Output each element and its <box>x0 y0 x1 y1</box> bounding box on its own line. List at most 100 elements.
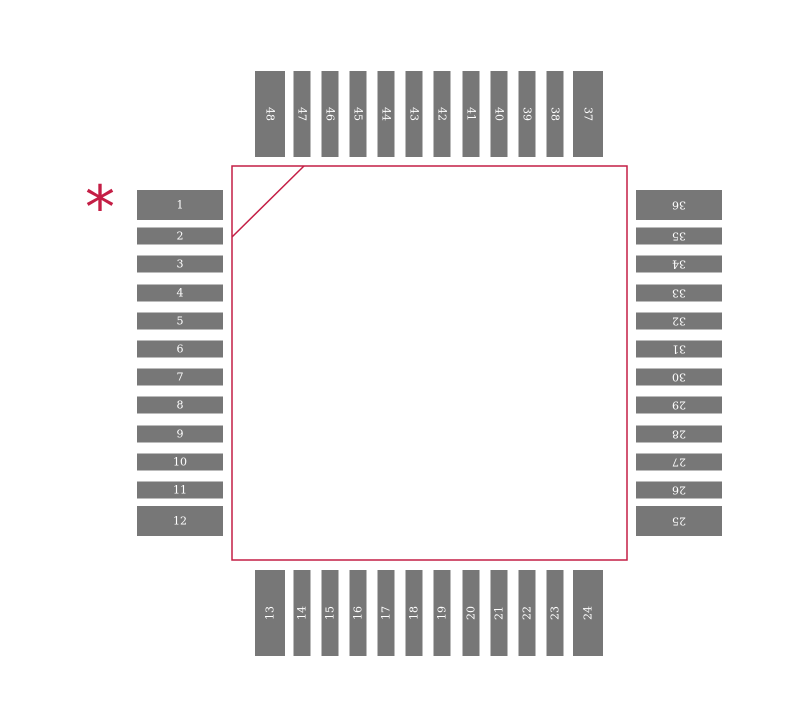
pin-label-40: 40 <box>493 107 506 121</box>
pad-pin-1 <box>137 190 223 220</box>
pad-pin-15 <box>321 570 339 656</box>
pad-pin-5 <box>137 312 223 330</box>
pad-pin-27 <box>636 453 722 471</box>
pin-label-33: 33 <box>672 287 686 300</box>
pin-label-16: 16 <box>352 606 365 620</box>
pin-label-42: 42 <box>436 107 449 121</box>
pin-label-35: 35 <box>672 230 686 243</box>
pin-label-47: 47 <box>296 107 309 121</box>
pad-pin-10 <box>137 453 223 471</box>
pin-label-4: 4 <box>177 287 184 300</box>
pad-pin-11 <box>137 481 223 499</box>
pad-pin-2 <box>137 227 223 245</box>
pin-label-43: 43 <box>408 107 421 121</box>
pad-pin-39 <box>518 71 536 157</box>
pin-label-45: 45 <box>352 107 365 121</box>
pad-pin-38 <box>546 71 564 157</box>
pad-pin-14 <box>293 570 311 656</box>
pin1-chamfer-line <box>231 165 305 238</box>
pin-label-30: 30 <box>672 371 686 384</box>
pad-pin-35 <box>636 227 722 245</box>
pad-pin-32 <box>636 312 722 330</box>
pin-label-2: 2 <box>177 230 184 243</box>
pin-label-3: 3 <box>177 258 184 271</box>
pad-pin-31 <box>636 340 722 358</box>
pad-pin-41 <box>462 71 480 157</box>
pin-label-29: 29 <box>672 399 686 412</box>
pad-pin-29 <box>636 396 722 414</box>
pin-label-1: 1 <box>177 199 184 212</box>
pad-pin-47 <box>293 71 311 157</box>
pad-pin-6 <box>137 340 223 358</box>
body-outline <box>231 165 628 561</box>
pin-label-24: 24 <box>582 606 595 620</box>
pad-pin-12 <box>137 506 223 536</box>
pad-pin-4 <box>137 284 223 302</box>
pin-label-41: 41 <box>465 107 478 121</box>
pad-pin-7 <box>137 368 223 386</box>
pad-pin-30 <box>636 368 722 386</box>
pad-pin-20 <box>462 570 480 656</box>
pin-label-36: 36 <box>672 199 686 212</box>
pad-pin-45 <box>349 71 367 157</box>
pin-label-28: 28 <box>672 428 686 441</box>
pin-label-19: 19 <box>436 606 449 620</box>
pad-pin-36 <box>636 190 722 220</box>
pin-label-38: 38 <box>549 107 562 121</box>
pin-label-21: 21 <box>493 606 506 620</box>
pin-label-25: 25 <box>672 515 686 528</box>
pad-pin-28 <box>636 425 722 443</box>
pin-label-46: 46 <box>324 107 337 121</box>
pad-pin-22 <box>518 570 536 656</box>
pin-label-22: 22 <box>521 606 534 620</box>
pin-label-26: 26 <box>672 484 686 497</box>
pin-label-8: 8 <box>177 399 184 412</box>
pin-label-9: 9 <box>177 428 184 441</box>
pin-label-12: 12 <box>173 515 187 528</box>
pin-label-6: 6 <box>177 343 184 356</box>
pin-label-44: 44 <box>380 107 393 121</box>
pin1-marker: * <box>85 173 115 243</box>
pad-pin-37 <box>573 71 603 157</box>
pad-pin-13 <box>255 570 285 656</box>
pin-label-20: 20 <box>465 606 478 620</box>
pad-pin-34 <box>636 255 722 273</box>
pad-pin-19 <box>433 570 451 656</box>
pad-pin-18 <box>405 570 423 656</box>
pin-label-10: 10 <box>173 456 187 469</box>
pin-label-32: 32 <box>672 315 686 328</box>
pad-pin-44 <box>377 71 395 157</box>
pin-label-18: 18 <box>408 606 421 620</box>
pads-group: 1234567891011123635343332313029282726251… <box>137 71 722 656</box>
pad-pin-33 <box>636 284 722 302</box>
pad-pin-46 <box>321 71 339 157</box>
pad-pin-8 <box>137 396 223 414</box>
pad-pin-21 <box>490 570 508 656</box>
pin-label-5: 5 <box>177 315 184 328</box>
pin-label-23: 23 <box>549 606 562 620</box>
pin-label-15: 15 <box>324 606 337 620</box>
pad-pin-43 <box>405 71 423 157</box>
pad-pin-17 <box>377 570 395 656</box>
pad-pin-40 <box>490 71 508 157</box>
pin-label-7: 7 <box>177 371 184 384</box>
pin-label-37: 37 <box>582 107 595 121</box>
pin-label-11: 11 <box>173 484 187 497</box>
pad-pin-23 <box>546 570 564 656</box>
pin-label-34: 34 <box>672 258 686 271</box>
pin-label-14: 14 <box>296 606 309 620</box>
pin-label-31: 31 <box>672 343 686 356</box>
pin-label-48: 48 <box>264 107 277 121</box>
pad-pin-25 <box>636 506 722 536</box>
pad-pin-16 <box>349 570 367 656</box>
pin-label-39: 39 <box>521 107 534 121</box>
pad-pin-9 <box>137 425 223 443</box>
pad-pin-48 <box>255 71 285 157</box>
pad-pin-42 <box>433 71 451 157</box>
pin-label-27: 27 <box>672 456 686 469</box>
pin-label-17: 17 <box>380 606 393 620</box>
pin-label-13: 13 <box>264 606 277 620</box>
pad-pin-26 <box>636 481 722 499</box>
pad-pin-24 <box>573 570 603 656</box>
